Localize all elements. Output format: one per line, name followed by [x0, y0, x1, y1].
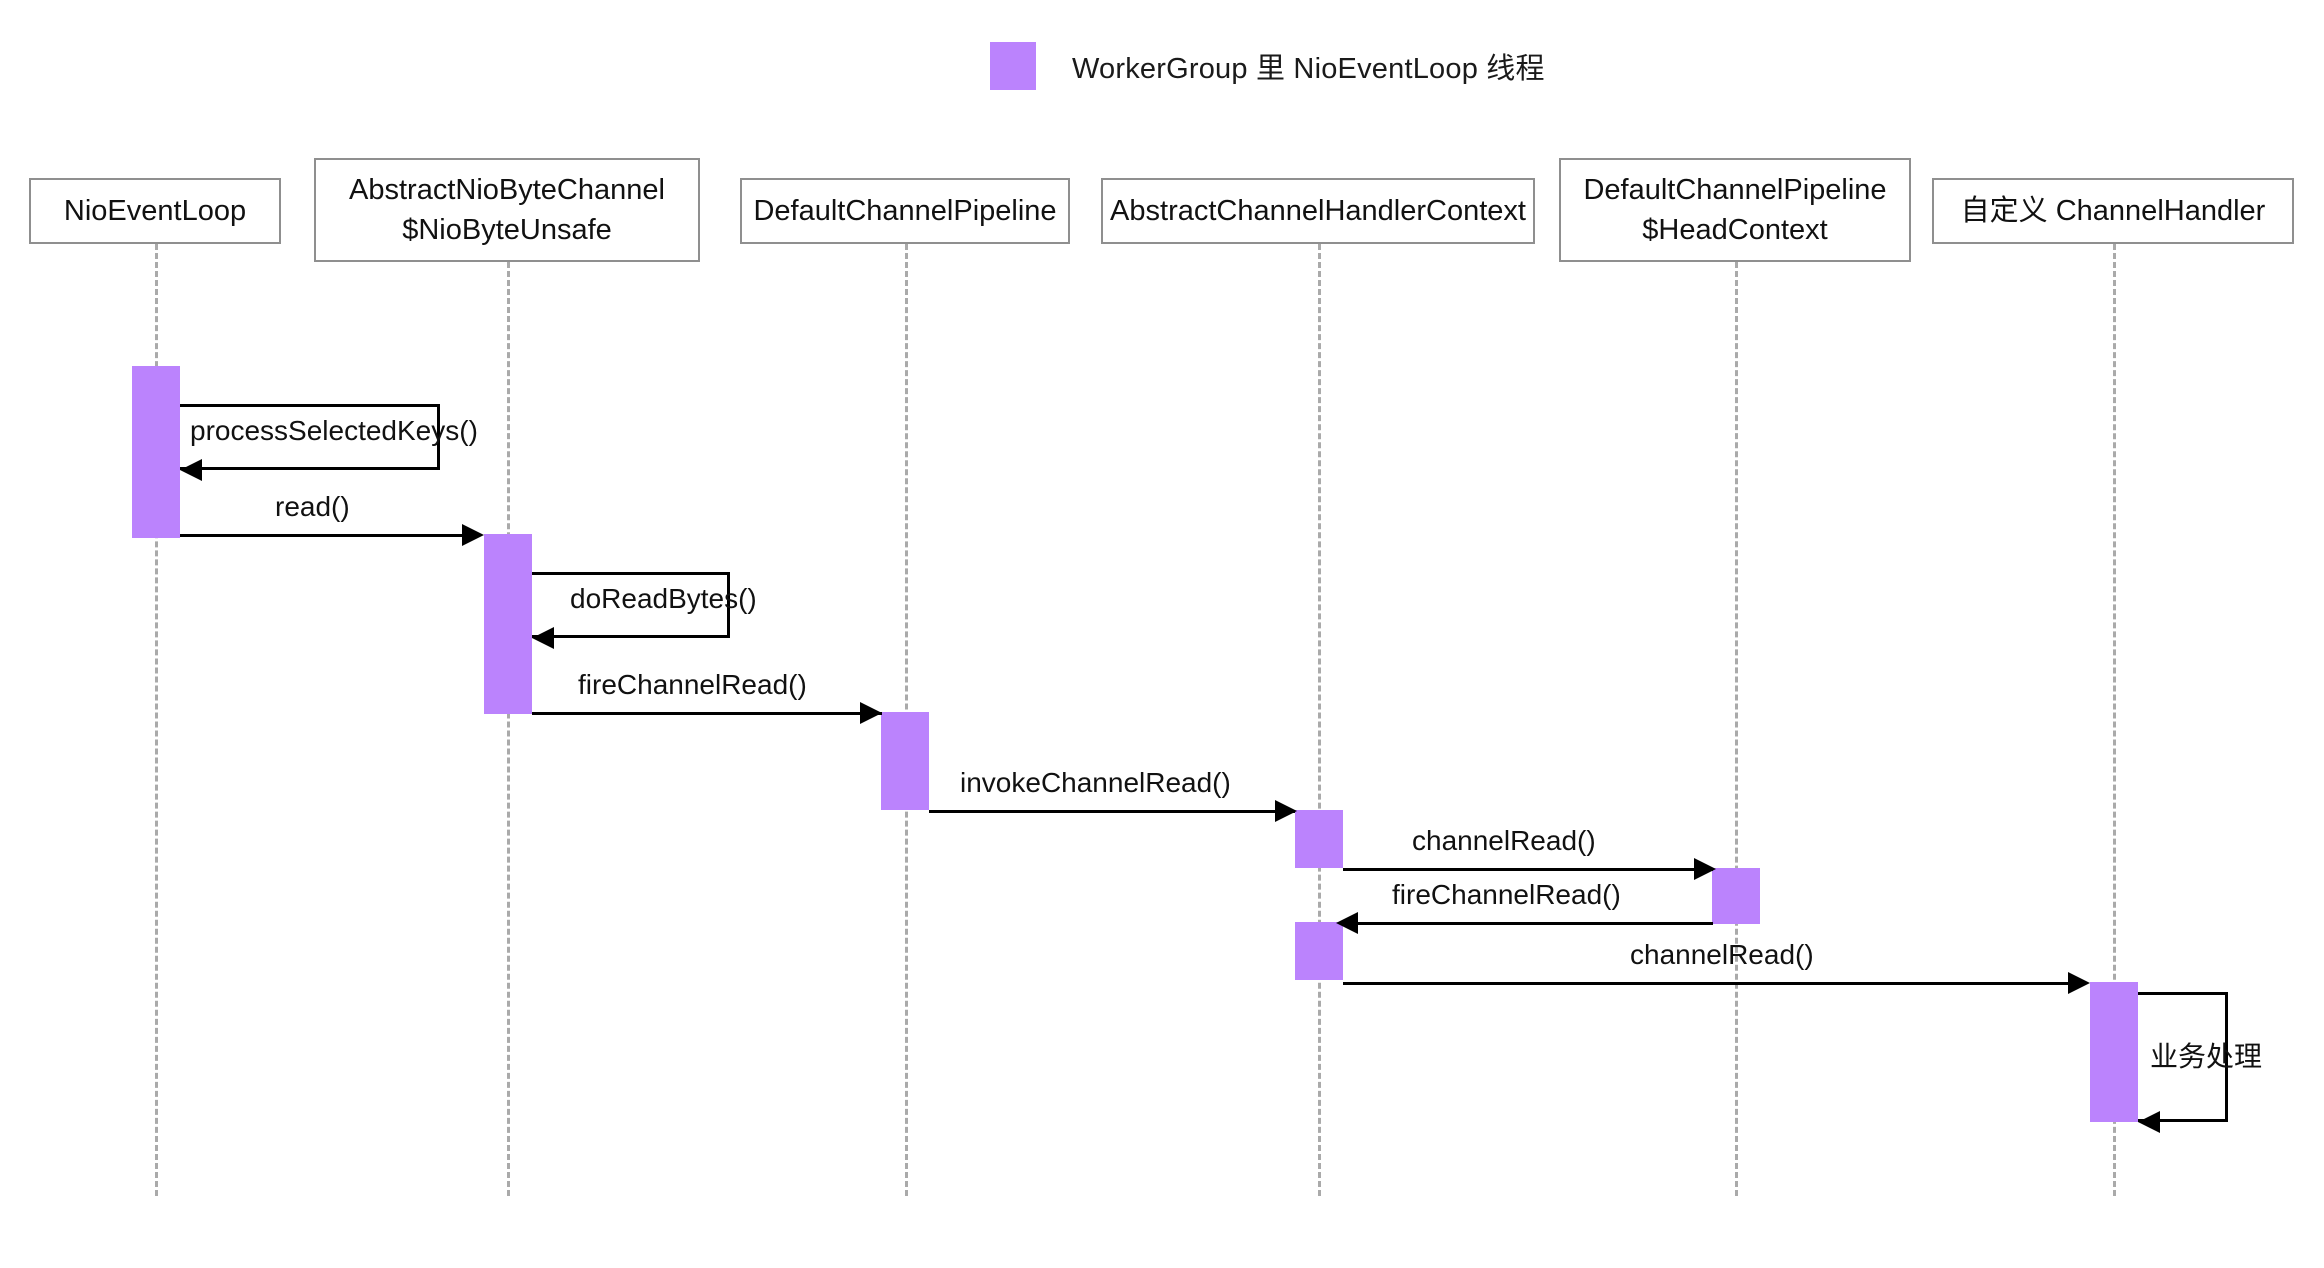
message-line-read	[180, 534, 480, 537]
participant-pipeline[interactable]: DefaultChannelPipeline	[740, 178, 1070, 244]
arrow-head-fire-channel-read-2	[1336, 912, 1358, 934]
participant-label-line1: AbstractChannelHandlerContext	[1110, 194, 1526, 227]
participant-label-line1: DefaultChannelPipeline	[1583, 173, 1887, 206]
participant-label-line2: $NioByteUnsafe	[402, 214, 612, 246]
message-label-channel-read-1: channelRead()	[1412, 825, 1596, 856]
activation-bar-customhandler	[2090, 982, 2138, 1122]
participant-label-line1: 自定义 ChannelHandler	[1960, 194, 2266, 227]
lifeline-headcontext	[1735, 262, 1738, 1196]
arrow-head-channel-read-2	[2068, 972, 2090, 994]
self-loop-business-processing	[2138, 992, 2228, 1122]
arrow-head-fire-channel-read-1	[860, 702, 882, 724]
legend-color-swatch	[990, 42, 1036, 90]
activation-bar-niobyteunsafe	[484, 534, 532, 714]
arrow-head-invoke-channel-read	[1275, 800, 1297, 822]
arrow-head-business-processing	[2138, 1111, 2160, 1133]
message-label-read: read()	[275, 491, 350, 522]
arrow-head-read	[462, 524, 484, 546]
message-label-channel-read-2: channelRead()	[1630, 939, 1814, 970]
lifeline-nioeventloop	[155, 244, 158, 1196]
participant-label-line1: DefaultChannelPipeline	[753, 194, 1057, 227]
participant-niobyteunsafe[interactable]: AbstractNioByteChannel $NioByteUnsafe	[314, 158, 700, 262]
message-line-invoke-channel-read	[929, 810, 1295, 813]
message-line-fire-channel-read-2	[1343, 922, 1713, 925]
participant-label-line1: AbstractNioByteChannel	[349, 173, 665, 206]
participant-customhandler[interactable]: 自定义 ChannelHandler	[1932, 178, 2294, 244]
activation-bar-pipeline	[881, 712, 929, 810]
lifeline-niobyteunsafe	[507, 262, 510, 1196]
participant-nioeventloop[interactable]: NioEventLoop	[29, 178, 281, 244]
message-line-fire-channel-read-1	[532, 712, 882, 715]
activation-bar-handlercontext-2	[1295, 922, 1343, 980]
self-loop-process-selected-keys	[180, 404, 440, 470]
participant-label-line2: $HeadContext	[1642, 214, 1828, 246]
participant-label-line1: NioEventLoop	[63, 194, 247, 227]
message-label-invoke-channel-read: invokeChannelRead()	[960, 767, 1231, 798]
arrow-head-channel-read-1	[1694, 858, 1716, 880]
arrow-head-process-selected-keys	[180, 459, 202, 481]
message-line-channel-read-2	[1343, 982, 2080, 985]
legend: WorkerGroup 里 NioEventLoop 线程	[990, 42, 1545, 90]
legend-label: WorkerGroup 里 NioEventLoop 线程	[1072, 53, 1545, 85]
message-label-process-selected-keys: processSelectedKeys()	[190, 415, 478, 446]
message-label-business-processing: 业务处理	[2150, 1041, 2263, 1072]
participant-handlercontext[interactable]: AbstractChannelHandlerContext	[1101, 178, 1535, 244]
lifeline-handlercontext	[1318, 244, 1321, 1196]
activation-bar-handlercontext-1	[1295, 810, 1343, 868]
self-loop-do-read-bytes	[532, 572, 730, 638]
lifeline-customhandler	[2113, 244, 2116, 1196]
arrow-head-do-read-bytes	[532, 627, 554, 649]
participant-headcontext[interactable]: DefaultChannelPipeline $HeadContext	[1559, 158, 1911, 262]
message-label-do-read-bytes: doReadBytes()	[570, 583, 757, 614]
message-line-channel-read-1	[1343, 868, 1713, 871]
message-label-fire-channel-read-2: fireChannelRead()	[1392, 879, 1621, 910]
activation-bar-headcontext	[1712, 868, 1760, 924]
message-label-fire-channel-read-1: fireChannelRead()	[578, 669, 807, 700]
activation-bar-nioeventloop	[132, 366, 180, 538]
